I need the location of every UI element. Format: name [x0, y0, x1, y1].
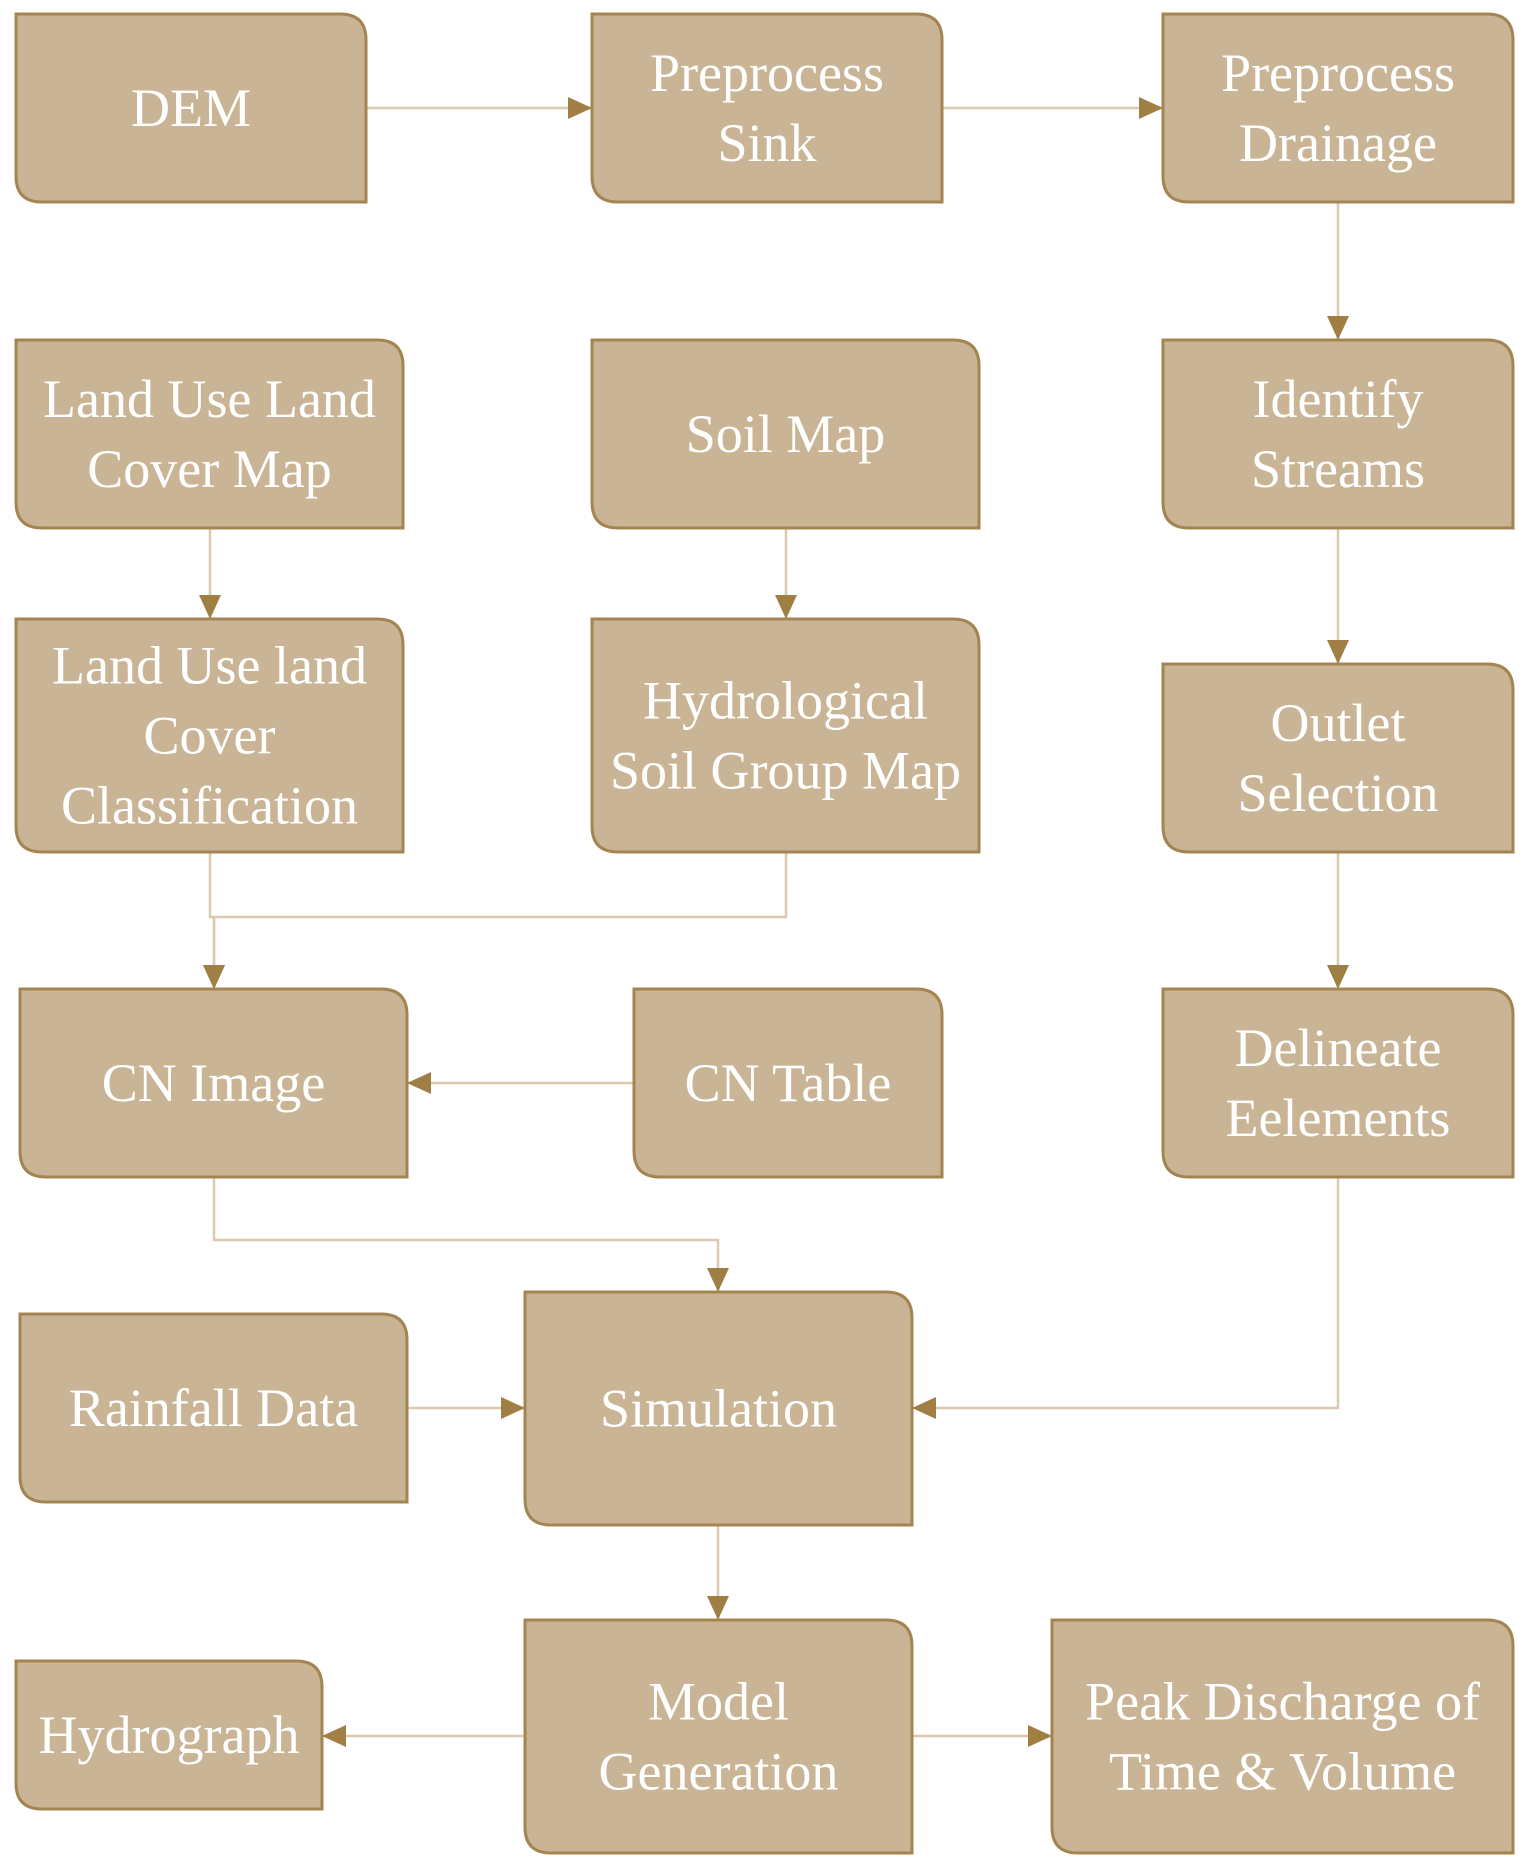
edge-rainfall-data-to-simulation — [407, 1397, 525, 1419]
process-boxes: DEMPreprocessSinkPreprocessDrainageLand … — [14, 12, 1515, 1855]
land-use-map-label-line: Land Use Land — [43, 369, 376, 429]
delineate-elements-box — [1161, 987, 1515, 1179]
arrowhead-icon — [1139, 97, 1163, 119]
node-peak-discharge: Peak Discharge of Time & Volume — [1050, 1618, 1515, 1855]
preprocess-sink-box — [590, 12, 944, 204]
arrowhead-icon — [1327, 316, 1349, 340]
arrowhead-icon — [775, 595, 797, 619]
arrowhead-icon — [1327, 965, 1349, 989]
node-rainfall-data: Rainfall Data — [18, 1312, 409, 1504]
cn-image-label-line: CN Image — [102, 1053, 325, 1113]
peak-discharge-box — [1050, 1618, 1515, 1855]
simulation-box — [523, 1290, 914, 1527]
connector-line — [212, 852, 788, 989]
node-dem: DEM — [14, 12, 368, 204]
land-use-map-box — [14, 338, 405, 530]
arrowhead-icon — [501, 1397, 525, 1419]
edge-outlet-selection-to-delineate-elements — [1327, 852, 1349, 989]
delineate-elements-label-line: Delineate — [1235, 1018, 1442, 1078]
rainfall-data-label-line: Rainfall Data — [69, 1378, 358, 1438]
connector-line — [212, 1177, 720, 1292]
land-use-classification-label-line: Land Use land — [52, 636, 367, 696]
preprocess-drainage-box — [1161, 12, 1515, 204]
hydrological-soil-group-label-line: Hydrological — [643, 671, 928, 731]
cn-table-label-line: CN Table — [685, 1053, 892, 1113]
arrowhead-icon — [912, 1397, 936, 1419]
arrowhead-icon — [1327, 640, 1349, 664]
hydrological-soil-group-box — [590, 617, 981, 854]
preprocess-drainage-label-line: Drainage — [1239, 113, 1437, 173]
edge-model-generation-to-peak-discharge — [912, 1725, 1052, 1747]
land-use-map-label-line: Cover Map — [87, 439, 331, 499]
preprocess-sink-label-line: Preprocess — [650, 43, 884, 103]
cn-image-box — [18, 987, 409, 1179]
edge-preprocess-drainage-to-identify-streams — [1327, 202, 1349, 340]
edge-cn-image-to-simulation — [212, 1177, 729, 1292]
hydrograph-label-line: Hydrograph — [39, 1705, 300, 1765]
arrowhead-icon — [568, 97, 592, 119]
edge-preprocess-sink-to-preprocess-drainage — [942, 97, 1163, 119]
model-generation-box — [523, 1618, 914, 1855]
edge-soil-map-to-hydrological-soil-group — [775, 528, 797, 619]
edge-hydrological-soil-group-to-cn-image — [203, 852, 788, 989]
edge-dem-to-preprocess-sink — [366, 97, 592, 119]
simulation-label-line: Simulation — [600, 1379, 837, 1439]
land-use-classification-label-line: Classification — [61, 776, 358, 836]
soil-map-box — [590, 338, 981, 530]
identify-streams-label-line: Identify — [1253, 369, 1424, 429]
node-soil-map: Soil Map — [590, 338, 981, 530]
node-cn-image: CN Image — [18, 987, 409, 1179]
edge-model-generation-to-hydrograph — [322, 1725, 525, 1747]
soil-map-label-line: Soil Map — [686, 404, 886, 464]
identify-streams-label-line: Streams — [1251, 439, 1425, 499]
hydrograph-box — [14, 1659, 324, 1811]
model-generation-label-line: Model — [648, 1672, 789, 1732]
preprocess-sink-label-line: Sink — [717, 113, 816, 173]
arrowhead-icon — [203, 965, 225, 989]
land-use-classification-box — [14, 617, 405, 854]
arrowhead-icon — [322, 1725, 346, 1747]
node-cn-table: CN Table — [632, 987, 944, 1179]
hydrological-soil-group-label-line: Soil Group Map — [610, 741, 961, 801]
edge-simulation-to-model-generation — [707, 1525, 729, 1620]
arrowhead-icon — [707, 1268, 729, 1292]
arrowhead-icon — [1028, 1725, 1052, 1747]
arrowhead-icon — [199, 595, 221, 619]
edge-cn-table-to-cn-image — [407, 1072, 634, 1094]
land-use-classification-label-line: Cover — [144, 706, 276, 766]
outlet-selection-label-line: Selection — [1238, 763, 1439, 823]
edge-land-use-map-to-land-use-classification — [199, 528, 221, 619]
edge-identify-streams-to-outlet-selection — [1327, 528, 1349, 664]
dem-box — [14, 12, 368, 204]
dem-label-line: DEM — [131, 78, 251, 138]
rainfall-data-box — [18, 1312, 409, 1504]
connector-line — [912, 1177, 1340, 1410]
model-generation-label-line: Generation — [599, 1742, 839, 1802]
identify-streams-box — [1161, 338, 1515, 530]
peak-discharge-label-line: Peak Discharge of — [1085, 1672, 1480, 1732]
delineate-elements-label-line: Eelements — [1226, 1088, 1451, 1148]
cn-table-box — [632, 987, 944, 1179]
outlet-selection-label-line: Outlet — [1271, 693, 1406, 753]
node-hydrograph: Hydrograph — [14, 1659, 324, 1811]
preprocess-drainage-label-line: Preprocess — [1221, 43, 1455, 103]
arrowhead-icon — [407, 1072, 431, 1094]
connectors — [199, 97, 1349, 1747]
outlet-selection-box — [1161, 662, 1515, 854]
edge-delineate-elements-to-simulation — [912, 1177, 1340, 1419]
peak-discharge-label-line: Time & Volume — [1109, 1742, 1456, 1802]
arrowhead-icon — [707, 1596, 729, 1620]
node-simulation: Simulation — [523, 1290, 914, 1527]
